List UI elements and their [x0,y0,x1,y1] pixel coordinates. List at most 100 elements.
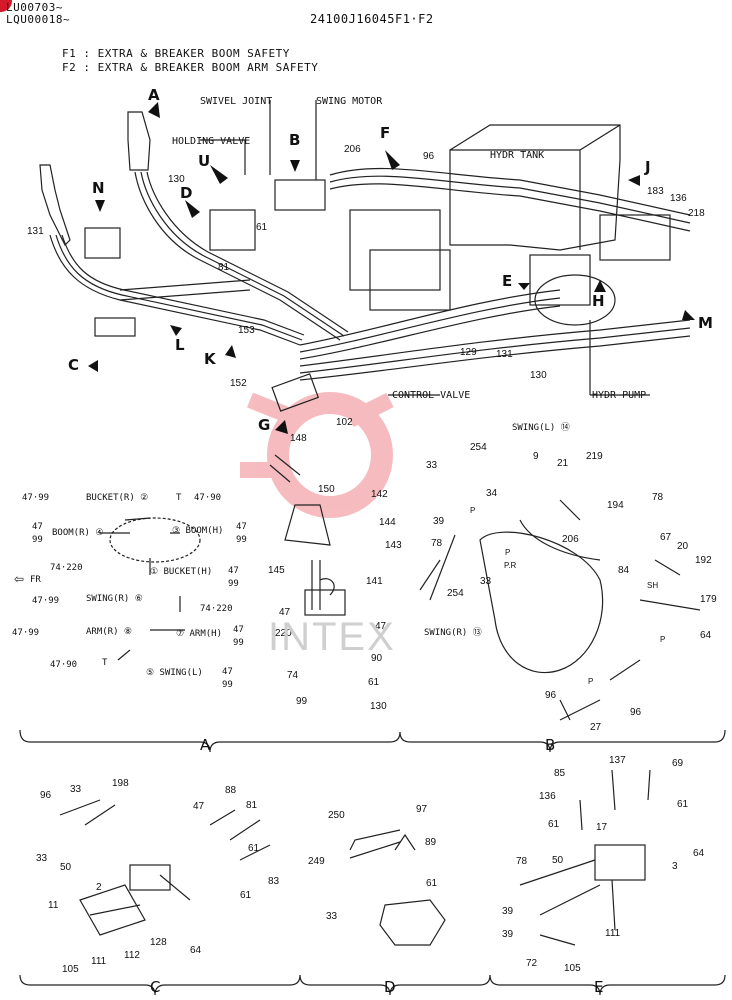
a-part-143: 143 [385,540,402,551]
view-letter-d: D [180,184,193,202]
view-letter-e: E [502,272,513,290]
section-label-b: B [545,736,556,754]
b-part-33: 33 [426,460,438,471]
c-part-33b: 33 [36,853,48,864]
part-61: 61 [256,222,268,233]
part-130: 130 [168,174,185,185]
c-part-47: 47 [193,801,205,812]
pattern-bucket-h: ① BUCKET(H) [150,567,213,577]
section-label-e: E [594,978,604,996]
a-part-220: 220 [275,628,292,639]
serial-1: LU00703~ [6,1,63,14]
e-part-64: 64 [693,848,705,859]
d-part-249: 249 [308,856,325,867]
pattern-val-74220-1: 74·220 [50,563,83,573]
fr-arrow-icon: ⇦ [14,572,25,586]
b-part-9: 9 [533,451,539,462]
a-part-61: 61 [368,677,380,688]
e-part-17: 17 [596,822,608,833]
b-part-67: 67 [660,532,672,543]
pattern-bucket-r: BUCKET(R) ② [86,493,149,503]
pattern-t-1: T [176,493,182,503]
b-part-64: 64 [700,630,712,641]
e-part-61: 61 [677,799,689,810]
watermark-text: INTEX [268,615,396,659]
b-tag-pr: P.R [504,561,517,570]
pattern-t-2: T [102,658,108,668]
legend-f2: F2 : EXTRA & BREAKER BOOM ARM SAFETY [62,61,319,74]
b-part-192: 192 [695,555,712,566]
legend-f1: F1 : EXTRA & BREAKER BOOM SAFETY [62,47,290,60]
pattern-val-47-5: 47 [222,667,233,677]
section-label-d: D [384,978,396,996]
b-part-78b: 78 [652,492,664,503]
c-part-88: 88 [225,785,237,796]
a-part-74: 74 [287,670,299,681]
view-letter-u: U [198,152,211,170]
view-letter-g: G [258,416,271,434]
c-part-105: 105 [62,964,79,975]
view-letter-k: K [204,350,216,368]
a-part-90: 90 [371,653,383,664]
d-part-250: 250 [328,810,345,821]
c-part-61: 61 [248,843,260,854]
pattern-val-99-5: 99 [222,680,233,690]
callout-holding-valve: HOLDING VALVE [172,136,251,147]
pattern-swing-r: SWING(R) ⑥ [86,594,143,604]
e-part-136: 136 [539,791,556,802]
part-130b: 130 [530,370,547,381]
view-letter-l: L [175,336,185,354]
part-81: 81 [218,262,230,273]
a-part-150: 150 [318,484,335,495]
part-131: 131 [27,226,44,237]
b-part-84: 84 [618,565,630,576]
view-letter-n: N [92,179,105,197]
d-part-61: 61 [426,878,438,889]
watermark-gear-icon [240,392,394,518]
pattern-val-4790-1: 47·90 [194,493,222,503]
pattern-arm-r: ARM(R) ⑧ [86,627,132,637]
pattern-val-4799-3: 47·99 [12,628,40,638]
pattern-val-47-1: 47 [32,522,43,532]
d-part-89: 89 [425,837,437,848]
view-letter-j: J [645,158,651,176]
b-part-254b: 254 [447,588,464,599]
b-part-206: 206 [562,534,579,545]
c-part-198: 198 [112,778,129,789]
c-part-2: 2 [96,882,102,893]
b-part-194: 194 [607,500,624,511]
callout-swing-motor: SWING MOTOR [316,96,383,107]
pattern-val-99-2: 99 [236,535,247,545]
b-tag-p-4: P [588,677,594,686]
pattern-val-47-2: 47 [236,522,247,532]
part-218: 218 [688,208,705,219]
c-part-33: 33 [70,784,82,795]
part-code: 24100J16045F1·F2 [310,12,434,26]
part-131b: 131 [496,349,513,360]
a-part-47b: 47 [375,621,387,632]
a-part-148: 148 [290,433,307,444]
e-part-85: 85 [554,768,566,779]
callout-control-valve: CONTROL VALVE [392,390,471,401]
section-label-a: A [200,736,211,754]
e-part-50: 50 [552,855,564,866]
pattern-fr: FR [30,575,41,585]
e-part-137: 137 [609,755,626,766]
a-part-142: 142 [371,489,388,500]
part-136: 136 [670,193,687,204]
part-153: 153 [238,325,255,336]
pattern-val-4799-2: 47·99 [32,596,60,606]
view-letter-b: B [289,131,301,149]
e-part-61b: 61 [548,819,560,830]
b-part-33b: 33 [480,576,492,587]
pattern-val-74220-2: 74·220 [200,604,233,614]
view-arrows [88,102,695,434]
b-part-96b: 96 [630,707,642,718]
pattern-swing-l: ⑤ SWING(L) [146,668,203,678]
b-tag-p-3: P [660,635,666,644]
c-part-81: 81 [246,800,258,811]
pattern-val-99-3: 99 [228,579,239,589]
view-letter-f: F [380,124,391,142]
b-part-27: 27 [590,722,602,733]
e-part-39: 39 [502,906,514,917]
